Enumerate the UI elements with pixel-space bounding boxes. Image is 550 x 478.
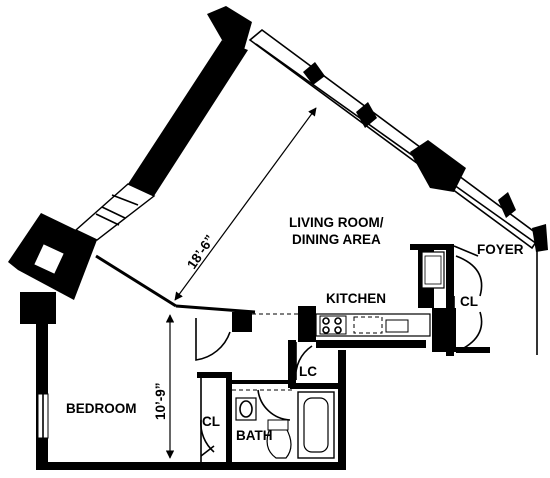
living-room-dimension-line — [174, 107, 317, 301]
bath-label: BATH — [236, 428, 273, 443]
bedroom-label: BEDROOM — [66, 401, 137, 416]
upper-left-exterior-wall — [8, 6, 252, 324]
interior-walls — [36, 244, 490, 470]
kitchen-fixtures — [315, 251, 445, 337]
kitchen-label: KITCHEN — [326, 291, 386, 306]
bedroom-dimension-label: 10’-9” — [153, 382, 168, 420]
foyer-label: FOYER — [477, 242, 524, 257]
linen-closet-label: LC — [299, 364, 317, 379]
dining-area-label: DINING AREA — [292, 232, 381, 247]
doors — [195, 255, 483, 457]
bedroom-closet-label: CL — [202, 414, 220, 429]
foyer-closet-label: CL — [460, 294, 478, 309]
living-room-label: LIVING ROOM/ — [289, 215, 384, 230]
upper-right-exterior-wall — [248, 28, 548, 355]
bath-fixtures — [235, 391, 335, 459]
